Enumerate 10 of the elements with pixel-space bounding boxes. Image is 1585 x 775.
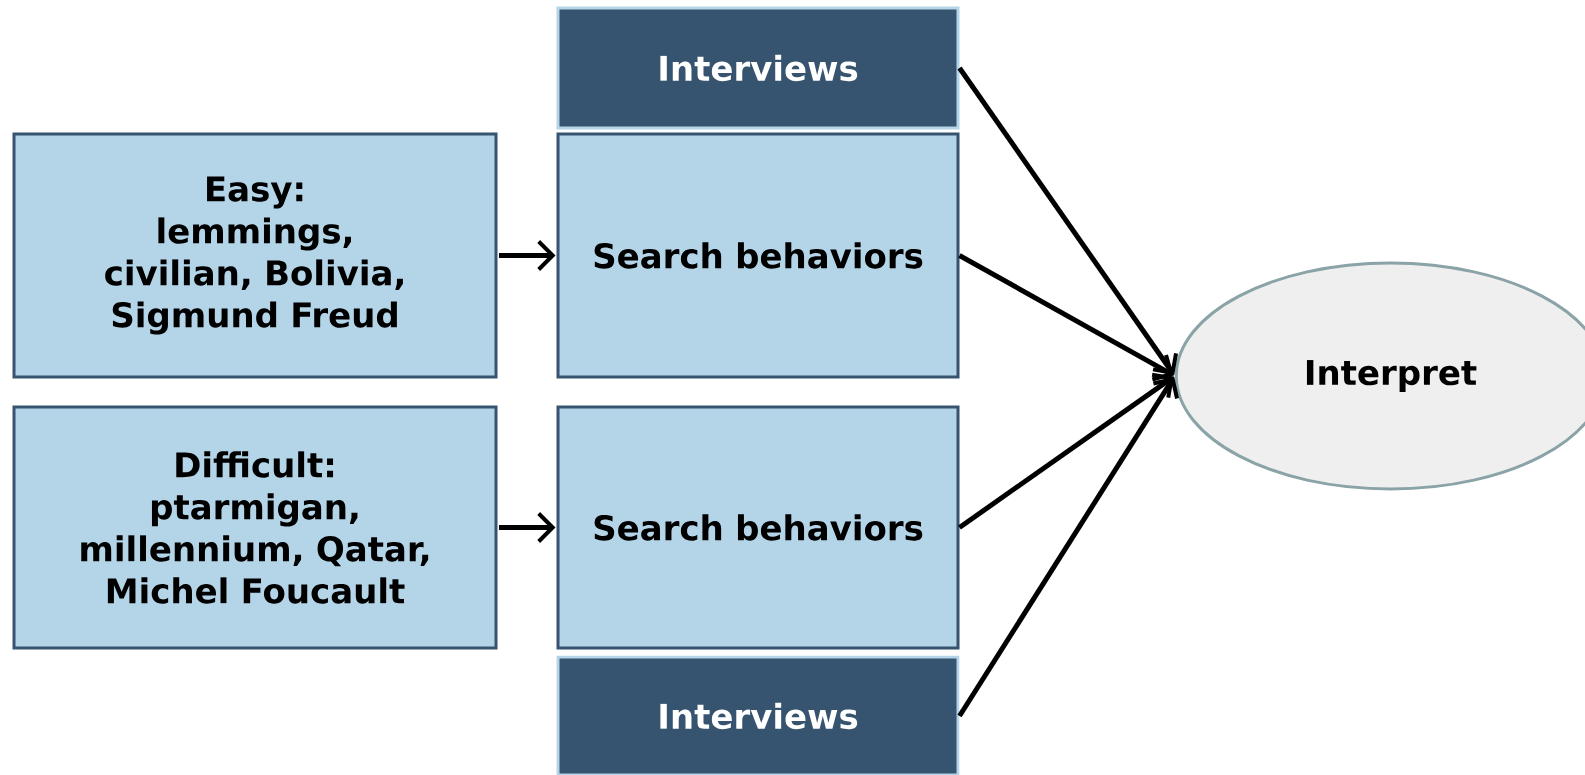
process-box: Easy: lemmings, civilian, Bolivia, Sigmund Freud (12, 132, 498, 379)
process-box: Difficult: ptarmigan, millennium, Qatar, Michel Foucault (12, 405, 498, 650)
process-box: Search behaviors (556, 132, 960, 379)
process-box: Interviews (556, 655, 960, 775)
arrow (958, 253, 1174, 382)
process-box: Search behaviors (556, 405, 960, 650)
arrow (957, 66, 1178, 376)
arrow (958, 372, 1174, 530)
arrow (957, 376, 1179, 718)
process-box: Interviews (556, 6, 960, 130)
